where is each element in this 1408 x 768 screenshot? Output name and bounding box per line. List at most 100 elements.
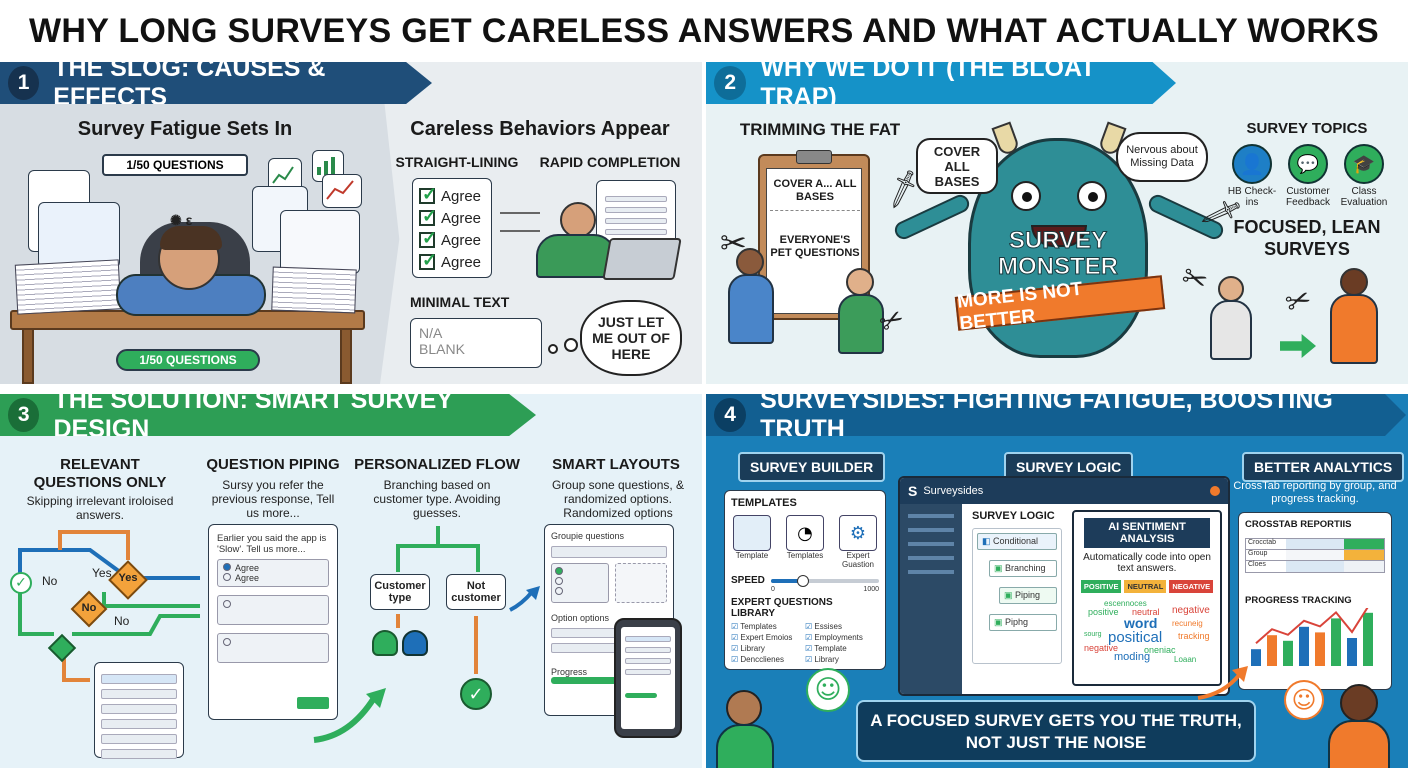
panel1-number: 1 <box>8 66 40 100</box>
builder-card: TEMPLATES Template ◔ Templates ⚙ Expert … <box>724 490 886 670</box>
library-item[interactable]: ☑ Library <box>731 644 765 653</box>
person-head <box>726 690 762 726</box>
progress-label-bottom: 1/50 QUESTIONS <box>116 349 260 371</box>
user-icon <box>372 630 398 656</box>
fatigue-heading: Survey Fatigue Sets In <box>77 118 293 140</box>
panel2-banner-text: WHY WE DO IT (THE BLOAT TRAP) <box>760 62 1096 111</box>
relevant-desc: Skipping irrelevant iroloised answers. <box>26 494 174 522</box>
panel3-banner: 3 THE SOLUTION: SMART SURVEY DESIGN <box>0 394 536 436</box>
panel-bloat-trap: 2 WHY WE DO IT (THE BLOAT TRAP) TRIMMING… <box>706 62 1408 384</box>
person-head <box>1340 268 1368 296</box>
check-circle-icon: ✓ <box>10 572 32 594</box>
library-item[interactable]: ☑ Dencclienes <box>731 655 784 664</box>
progress-bar <box>1299 626 1309 666</box>
layouts-desc: Group sone questions, & randomized optio… <box>551 478 685 520</box>
desk-leg <box>340 328 352 384</box>
speed-slider[interactable] <box>770 574 879 587</box>
monster-name: SURVEY MONSTER <box>998 227 1119 280</box>
piping-option[interactable]: Agree <box>235 563 260 573</box>
nervous-bubble: Nervous about Missing Data <box>1116 132 1208 182</box>
sidebar-item[interactable] <box>908 542 954 546</box>
panel1-banner-text: THE SLOG: CAUSES & EFFECTS <box>53 62 326 111</box>
happy-face-icon: ☺ <box>806 668 850 712</box>
check-circle-icon: ✓ <box>460 678 492 710</box>
spreadsheet-icon <box>38 202 120 268</box>
rapid-completion-label: RAPID COMPLETION <box>539 154 681 170</box>
topic-label: HB Check-ins <box>1227 186 1277 208</box>
agree-checkbox: Agree <box>419 250 485 273</box>
logic-tree: ◧ Conditional ▣ Branching ▣ Piping ▣ Pip… <box>972 528 1062 664</box>
sidebar-item[interactable] <box>908 570 954 574</box>
piping-option[interactable]: Agree <box>235 573 260 583</box>
topics-heading: SURVEY TOPICS <box>1246 120 1368 137</box>
panel4-number: 4 <box>714 398 747 432</box>
person-body <box>1330 294 1378 364</box>
library-item[interactable]: ☑ Templates <box>731 622 777 631</box>
crosstab-heading: CROSSTAB REPORTIIS <box>1245 519 1352 530</box>
progress-label-top: 1/50 QUESTIONS <box>102 154 248 176</box>
arrow-icon <box>1280 334 1316 358</box>
desk-leg <box>22 328 34 384</box>
paper-stack <box>271 266 357 314</box>
progress-heading: PROGRESS TRACKING <box>1245 595 1352 606</box>
panel2-number: 2 <box>714 66 747 100</box>
relevant-heading: RELEVANT QUESTIONS ONLY <box>33 456 167 491</box>
flow-yes-label: Yes <box>118 572 138 584</box>
line-chart-icon <box>322 174 362 208</box>
arrow-icon <box>509 586 540 612</box>
progress-bar <box>1315 632 1325 666</box>
template-icon[interactable] <box>733 515 771 551</box>
topic-label: Customer Feedback <box>1286 186 1330 208</box>
panel3-number: 3 <box>8 398 40 432</box>
person-head <box>560 202 596 238</box>
logic-node[interactable]: ▣ Piphg <box>989 614 1057 631</box>
speed-label: SPEED <box>731 575 765 586</box>
sidebar-item[interactable] <box>908 528 954 532</box>
library-item[interactable]: ☑ Template <box>805 644 847 653</box>
person-body <box>536 234 616 278</box>
logic-node[interactable]: ▣ Branching <box>989 560 1057 577</box>
footer-line-1: A FOCUSED SURVEY GETS YOU THE TRUTH, <box>870 711 1242 730</box>
focused-heading: FOCUSED, LEAN SURVEYS <box>1233 217 1381 259</box>
library-item[interactable]: ☑ Employments <box>805 633 863 642</box>
layouts-heading: SMART LAYOUTS <box>552 456 680 473</box>
person-head <box>1340 684 1378 722</box>
careless-heading: Careless Behaviors Appear <box>410 118 670 140</box>
graduation-icon: 🎓 <box>1344 144 1384 184</box>
logic-node[interactable]: ▣ Piping <box>999 587 1057 604</box>
templates-heading: TEMPLATES <box>731 497 797 509</box>
flow-desc: Branching based on customer type. Avoidi… <box>373 478 501 520</box>
flow-no-label: No <box>114 614 130 628</box>
gear-icon[interactable]: ⚙ <box>839 515 877 551</box>
flow-no-label: No <box>42 574 58 588</box>
person-body <box>716 724 774 768</box>
window-control[interactable] <box>1210 486 1220 496</box>
panel1-banner: 1 THE SLOG: CAUSES & EFFECTS <box>0 62 432 104</box>
straight-lining-form: Agree Agree Agree Agree <box>412 178 492 278</box>
next-button[interactable] <box>297 697 329 709</box>
browser-window-icon <box>280 210 360 274</box>
feedback-icon: 💬 <box>1288 144 1328 184</box>
library-item[interactable]: ☑ Expert Emoios <box>731 633 793 642</box>
panel3-banner-text: THE SOLUTION: SMART SURVEY DESIGN <box>53 394 453 443</box>
curved-arrow-icon <box>313 688 386 743</box>
library-item[interactable]: ☑ Library <box>805 655 839 664</box>
library-item[interactable]: ☑ Essises <box>805 622 842 631</box>
builder-tag: SURVEY BUILDER <box>738 452 886 482</box>
flow-heading: PERSONALIZED FLOW <box>354 456 520 473</box>
layout-survey-window: Groupie questions Option options Progres… <box>544 524 674 716</box>
library-heading: EXPERT QUESTIONS LIBRARY <box>731 597 833 619</box>
panel4-banner: 4 SURVEYSIDES: FIGHTING FATIGUE, BOOSTIN… <box>706 394 1406 436</box>
logic-heading: SURVEY LOGIC <box>972 510 1055 522</box>
gauge-icon[interactable]: ◔ <box>786 515 824 551</box>
ai-heading: AI SENTIMENT ANALYSIS <box>1084 518 1210 548</box>
ai-sentiment-card: AI SENTIMENT ANALYSIS Automatically code… <box>1072 510 1222 686</box>
logic-node[interactable]: ◧ Conditional <box>977 533 1057 550</box>
sidebar-item[interactable] <box>908 514 954 518</box>
clipboard-item-1: COVER A... ALL BASES <box>773 178 857 203</box>
person-body <box>728 274 774 344</box>
crosstab-table: Crocctab Group Cloes <box>1245 538 1385 573</box>
agree-checkbox: Agree <box>419 228 485 251</box>
personalized-flow-diagram <box>396 526 480 674</box>
sidebar-item[interactable] <box>908 556 954 560</box>
